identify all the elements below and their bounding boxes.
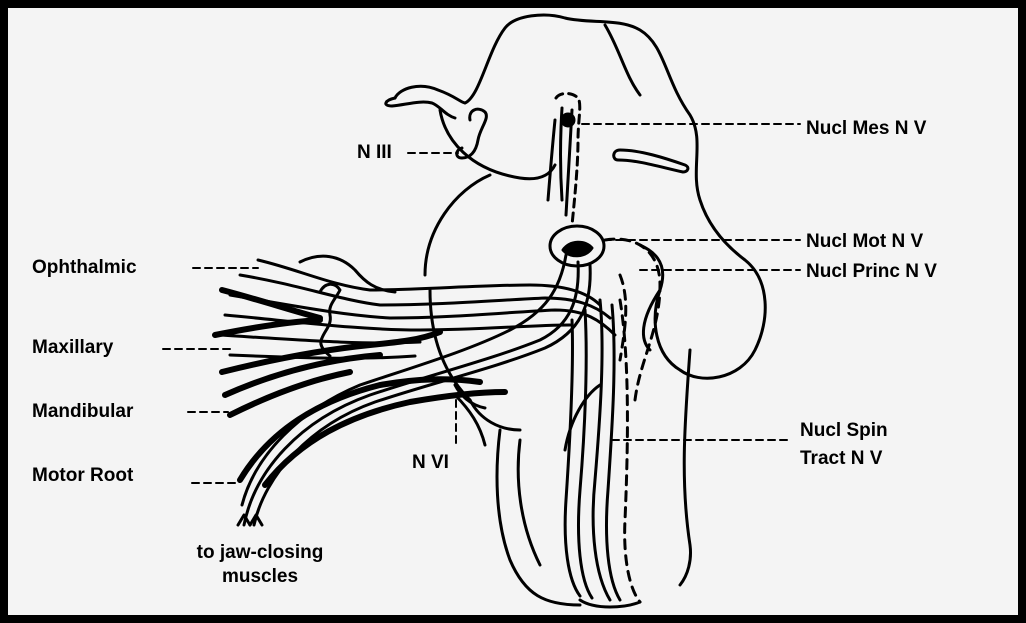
mesencephalic-tract xyxy=(548,94,580,226)
spinal-tract xyxy=(565,300,640,607)
label-mandibular: Mandibular xyxy=(32,401,133,423)
motor-nucleus xyxy=(550,226,604,266)
label-maxillary: Maxillary xyxy=(32,337,113,359)
label-jaw-line1: to jaw-closing xyxy=(160,542,360,564)
side-nerve-band xyxy=(614,150,688,172)
label-nucl-mot: Nucl Mot N V xyxy=(806,231,923,253)
label-nucl-spin-line1: Nucl Spin xyxy=(800,420,888,442)
label-ophthalmic: Ophthalmic xyxy=(32,257,137,279)
label-nucl-mes: Nucl Mes N V xyxy=(806,118,926,140)
label-n-vi: N VI xyxy=(412,452,449,474)
brainstem-outline xyxy=(386,15,765,605)
label-motor-root: Motor Root xyxy=(32,465,133,487)
label-n-iii: N III xyxy=(357,142,392,164)
label-nucl-spin-line2: Tract N V xyxy=(800,448,882,470)
label-nucl-princ: Nucl Princ N V xyxy=(806,261,937,283)
label-jaw-line2: muscles xyxy=(160,566,360,588)
